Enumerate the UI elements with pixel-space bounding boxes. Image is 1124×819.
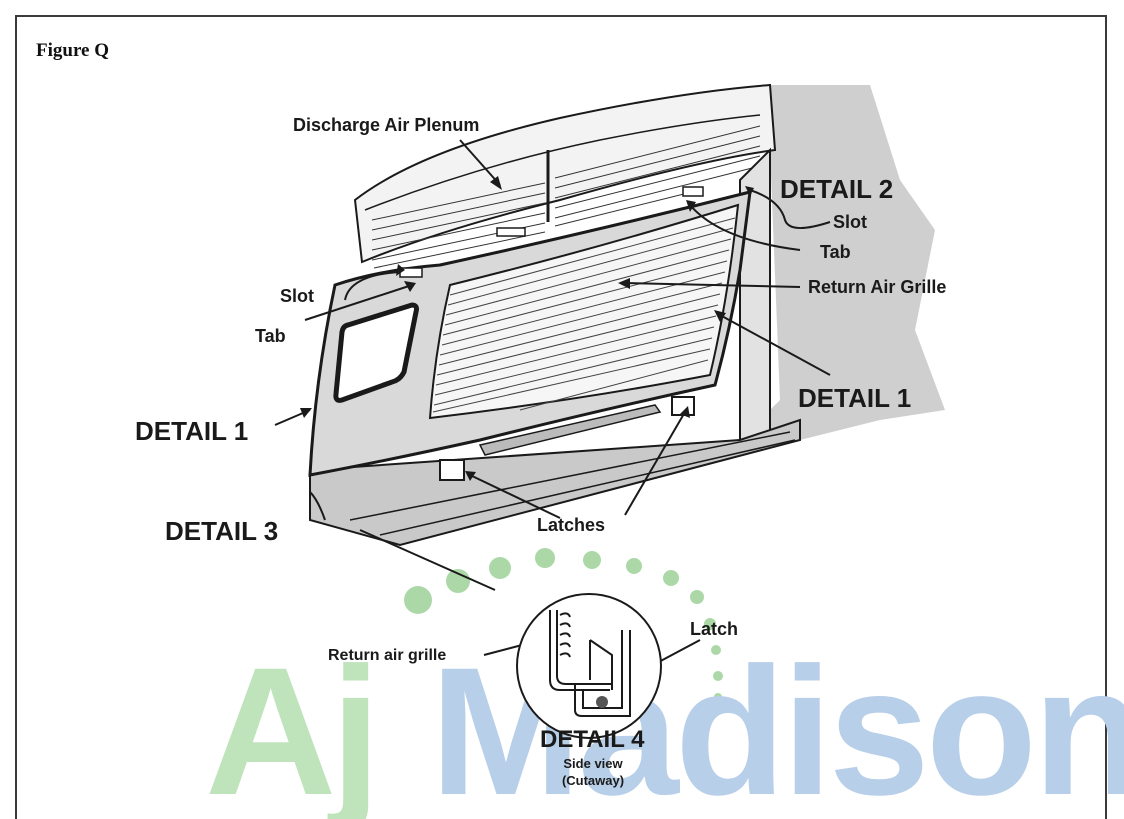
slot-right-marker (682, 186, 704, 197)
latch-left (439, 459, 465, 481)
label-return-air-grille-lower: Return air grille (328, 647, 447, 664)
label-detail-1-left: DETAIL 1 (135, 416, 249, 446)
label-tab-right: Tab (820, 242, 851, 262)
label-detail-1-right: DETAIL 1 (798, 383, 912, 413)
wall (720, 85, 945, 460)
label-slot-right: Slot (833, 212, 867, 232)
discharge-plenum-housing (353, 83, 777, 264)
detail4-cutaway (549, 610, 631, 717)
figure-title: Figure Q (36, 40, 110, 61)
control-window (333, 302, 419, 403)
figure-frame (15, 15, 1107, 819)
label-detail-3: DETAIL 3 (165, 516, 279, 546)
plenum-louvers (371, 125, 761, 269)
return-air-grille-panel (428, 203, 740, 420)
grille-louvers (432, 217, 736, 413)
label-discharge-air-plenum: Discharge Air Plenum (293, 115, 480, 135)
label-detail-4: DETAIL 4 (540, 726, 645, 753)
bottom-bar (478, 404, 662, 456)
label-return-air-grille: Return Air Grille (808, 277, 947, 297)
label-side-view: Side view (563, 756, 623, 771)
unit-base (309, 418, 801, 547)
label-cutaway: (Cutaway) (561, 773, 625, 788)
label-latches: Latches (537, 515, 606, 535)
watermark-aj: Aj (205, 629, 381, 819)
label-tab-left: Tab (255, 326, 286, 346)
label-slot-left: Slot (280, 286, 314, 306)
label-detail-2: DETAIL 2 (780, 174, 894, 204)
label-latch: Latch (690, 619, 739, 639)
